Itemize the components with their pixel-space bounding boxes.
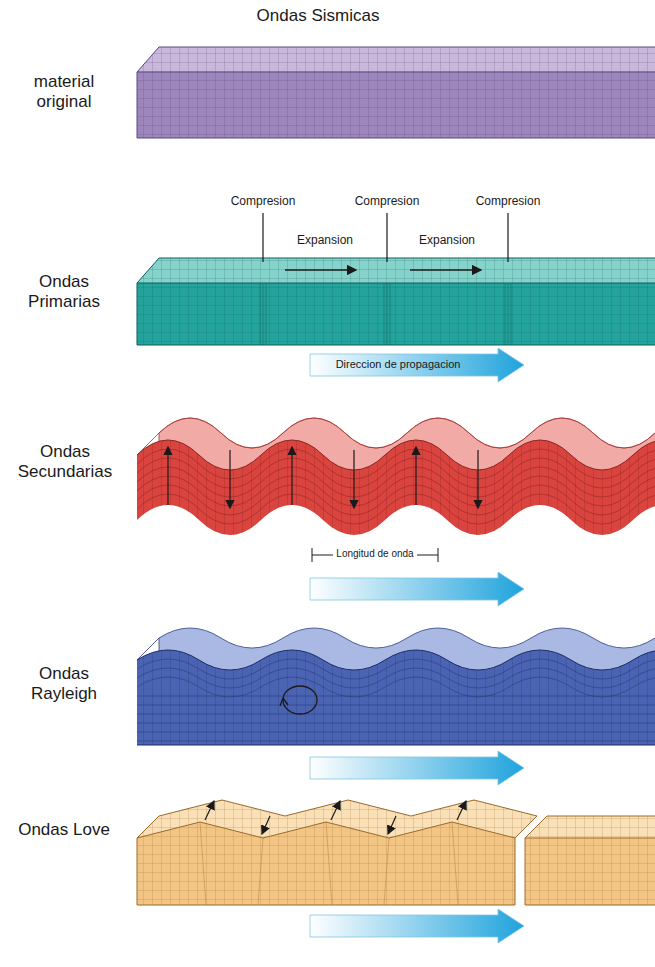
particle-motion-arrow [168, 447, 478, 508]
wave-type-label: Ondas Primarias [8, 272, 120, 313]
wave-type-label: Ondas Rayleigh [8, 664, 120, 705]
p-wave-block [137, 258, 655, 345]
arrow-label: Direccion de propagacion [336, 358, 461, 371]
compression-marker [263, 213, 508, 262]
propagation-arrow [310, 572, 524, 606]
wave-type-label: Ondas Secundarias [3, 442, 127, 483]
original-block [137, 47, 655, 138]
wavelength-bracket [312, 548, 438, 562]
motion-arrow [285, 269, 481, 270]
rayleigh-wave-block [137, 620, 655, 750]
s-wave-block [137, 400, 655, 560]
zone-label: Compresion [476, 194, 541, 208]
zone-label: Compresion [355, 194, 420, 208]
love-wave-block [137, 800, 655, 905]
zone-label: Expansion [297, 233, 353, 247]
propagation-arrow [310, 751, 524, 785]
wave-type-label: material original [8, 72, 120, 113]
dimension-label: Longitud de onda [333, 548, 416, 560]
diagram-title: Ondas Sismicas [257, 6, 380, 26]
particle-orbit [280, 686, 317, 714]
propagation-arrow [310, 348, 524, 382]
zone-label: Compresion [231, 194, 296, 208]
wave-type-label: Ondas Love [8, 820, 120, 840]
particle-motion-arrow [205, 801, 466, 834]
propagation-arrow [310, 909, 524, 943]
zone-label: Expansion [419, 233, 475, 247]
